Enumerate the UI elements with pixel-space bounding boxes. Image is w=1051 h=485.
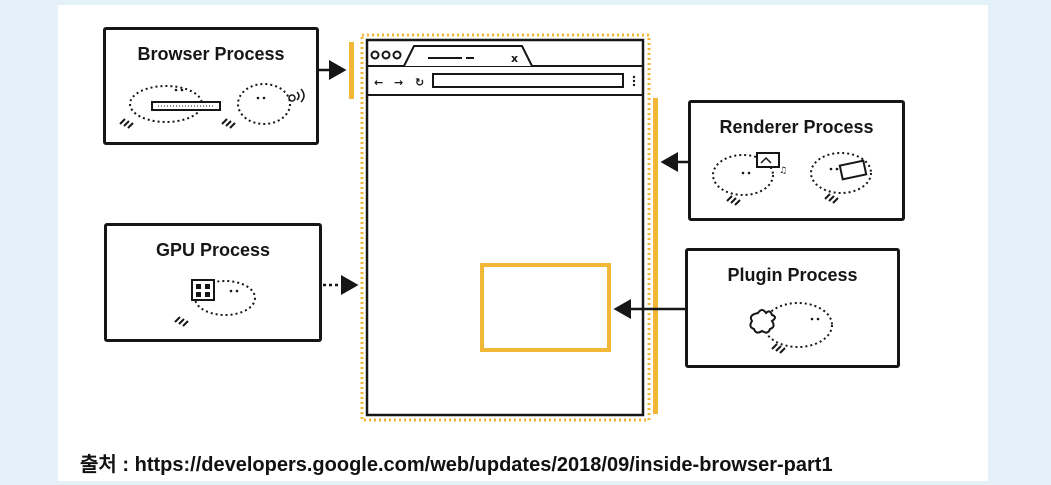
renderer-process-illustration: ♫: [691, 103, 902, 218]
source-label: 출처: [80, 454, 117, 476]
browser-window-frame: [367, 40, 643, 415]
renderer-process-box: Renderer Process ♫: [688, 100, 905, 221]
renderer-accent-bar: [653, 98, 658, 414]
svg-text:♫: ♫: [779, 166, 787, 176]
source-separator: :: [122, 454, 129, 476]
puzzle-piece-icon: [750, 310, 775, 333]
browser-process-illustration: [106, 30, 316, 142]
back-arrow-icon[interactable]: ←: [374, 76, 383, 89]
address-bar[interactable]: [433, 74, 623, 87]
reload-icon[interactable]: ↻: [415, 76, 424, 89]
browser-process-box: Browser Process: [103, 27, 319, 145]
browser-ui-accent-bar: [349, 42, 354, 99]
plugin-process-box: Plugin Process: [685, 248, 900, 368]
tab-close-icon[interactable]: x: [511, 52, 518, 65]
source-url[interactable]: https://developers.google.com/web/update…: [135, 454, 833, 476]
forward-arrow-icon[interactable]: →: [394, 76, 403, 89]
gpu-process-illustration: [107, 226, 319, 339]
gpu-process-box: GPU Process: [104, 223, 322, 342]
plugin-process-illustration: [688, 251, 897, 365]
source-citation: 출처 : https://developers.google.com/web/u…: [80, 448, 833, 477]
